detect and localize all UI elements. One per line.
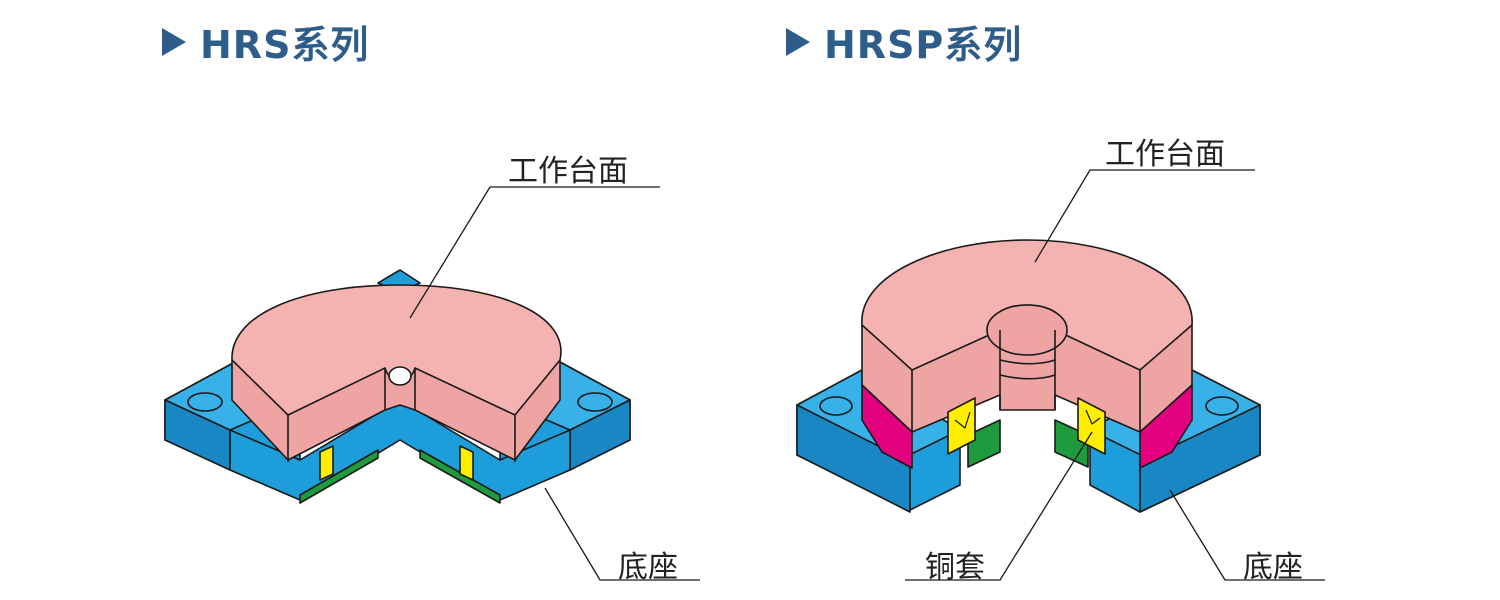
hrsp-sleeve: [967, 419, 1089, 468]
hrs-series-title: HRS系列: [162, 14, 369, 69]
label-hrsp-base: 底座: [1243, 550, 1303, 585]
hrsp-magenta-ring: [861, 384, 1193, 469]
hrs-bearing: [319, 445, 474, 481]
hrsp-table: [861, 239, 1193, 433]
hrsp-series-title: HRSP系列: [786, 14, 1022, 69]
label-hrsp-table: 工作台面: [1105, 137, 1225, 172]
hrs-leaders: [409, 186, 700, 581]
triangle-bullet-icon: [162, 27, 186, 56]
hrs-sleeve: [299, 449, 501, 504]
label-hrs-table: 工作台面: [508, 154, 628, 189]
hrsp-diagram: [796, 169, 1325, 581]
hrs-diagram: [164, 186, 700, 581]
hrs-series-title-text: HRS系列: [200, 23, 370, 67]
hrsp-leaders: [905, 169, 1325, 581]
label-hrs-base: 底座: [618, 550, 678, 585]
hrsp-bearing: [947, 397, 1106, 455]
triangle-bullet-icon: [786, 27, 810, 56]
hrs-table: [231, 284, 562, 462]
hrsp-series-title-text: HRSP系列: [824, 23, 1023, 67]
label-hrsp-sleeve: 铜套: [925, 550, 985, 585]
